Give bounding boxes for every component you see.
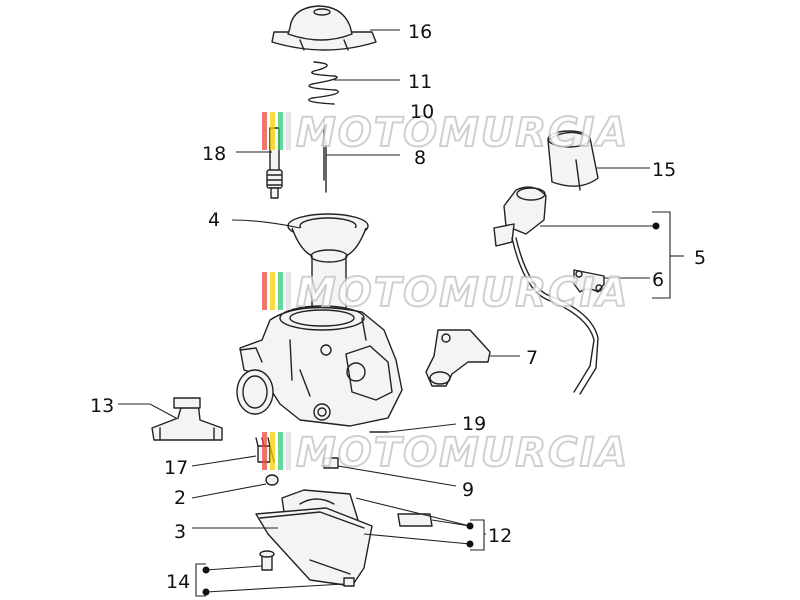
stripe [270, 112, 275, 150]
callout-label: 19 [462, 413, 486, 435]
starter-valve-part [493, 186, 599, 395]
float-bowl-part [255, 507, 373, 587]
vacuum-slide-part [287, 213, 369, 331]
callout-label: 16 [408, 21, 432, 43]
stripe [278, 272, 283, 310]
watermark-text: MOTOMURCIA [296, 430, 629, 476]
stripe [286, 272, 291, 310]
stripe [262, 432, 267, 470]
callout-label: 11 [408, 71, 432, 93]
callout-label: 13 [90, 395, 114, 417]
callout-label: 4 [208, 209, 220, 231]
watermark-bottom: MOTOMURCIA [262, 429, 629, 477]
auto-choke-part [425, 329, 491, 387]
elbow-fitting-part [151, 397, 223, 441]
callout-label: 6 [652, 269, 664, 291]
stripe [278, 432, 283, 470]
callout-label: 14 [166, 571, 190, 593]
callout-label: 10 [410, 101, 434, 123]
callout-label: 7 [526, 347, 538, 369]
stripe [270, 432, 275, 470]
group-bracket-12 [466, 519, 486, 551]
rubber-sleeve-part [547, 130, 599, 191]
callout-label: 18 [202, 143, 226, 165]
watermark-top: MOTOMURCIA [262, 109, 629, 157]
needle-part [323, 119, 327, 193]
stripe [278, 112, 283, 150]
screws-part [259, 550, 355, 587]
group-bracket-14 [195, 563, 210, 597]
callout-label: 8 [414, 147, 426, 169]
callout-label: 3 [174, 521, 186, 543]
carburetor-body-part [236, 305, 403, 427]
callout-label: 2 [174, 487, 186, 509]
callout-label: 9 [462, 479, 474, 501]
retaining-clip-part [573, 269, 605, 293]
stripe [262, 112, 267, 150]
stripe [262, 272, 267, 310]
callout-label: 12 [488, 525, 512, 547]
spring-part [308, 61, 339, 105]
watermark-text: MOTOMURCIA [296, 110, 629, 156]
watermark-text: MOTOMURCIA [296, 270, 629, 316]
group-bracket-5 [652, 211, 684, 299]
callout-label: 15 [652, 159, 676, 181]
stripe [286, 432, 291, 470]
stripe [286, 112, 291, 150]
bracket-dot [652, 222, 660, 230]
watermark-middle: MOTOMURCIA [262, 269, 629, 317]
callout-label: 5 [694, 247, 706, 269]
stripe [270, 272, 275, 310]
callout-label: 17 [164, 457, 188, 479]
top-cover-part [271, 5, 377, 51]
callout-labels: 16 11 10 8 18 4 15 5 6 7 13 19 17 9 2 3 … [90, 21, 706, 593]
leader-lines [118, 29, 656, 593]
